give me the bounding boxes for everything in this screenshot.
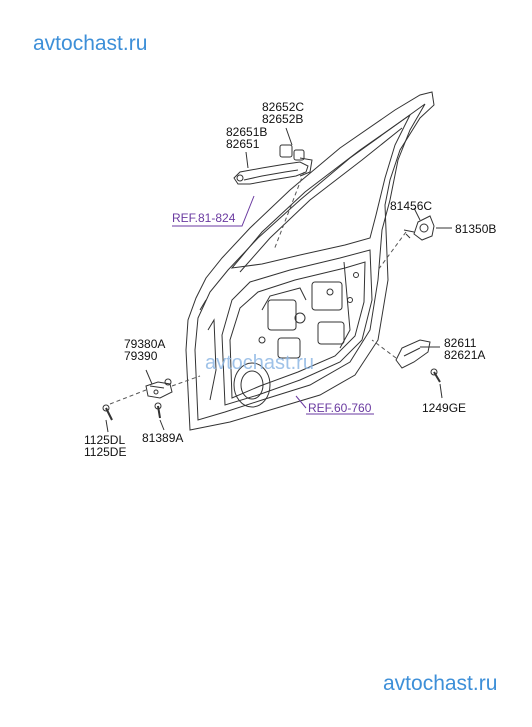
watermark-bottom: avtochast.ru [383,672,498,695]
watermark-middle: avtochast.ru [205,352,314,374]
part-label-82611: 82611 [444,336,477,350]
door-panel-inner [221,249,373,406]
door-inner-frame [194,103,426,421]
panel-cutout-1 [267,299,297,331]
door-hinge-assembly [145,378,173,399]
part-label-82652C: 82652C [262,100,305,114]
latch-striker-assembly [403,215,435,241]
door-shell-outline [185,91,435,431]
part-label-81350B: 81350B [455,222,497,236]
panel-cutout-2 [311,281,343,311]
bolt-1249GE [430,368,441,383]
part-label-81389A: 81389A [142,431,184,445]
watermark-top: avtochast.ru [33,32,148,55]
part-label-1125DL: 1125DL [84,433,126,447]
part-label-79390: 79390 [124,349,158,363]
part-label-79380A: 79380A [124,337,166,351]
part-label-1249GE: 1249GE [422,401,467,415]
ref-door-panel-label: REF.60-760 [308,401,372,415]
bolt-1125DL [102,404,113,421]
bolt-81389A [154,402,162,419]
outer-handle-assembly [233,144,313,185]
part-label-81456C: 81456C [390,199,433,213]
inner-handle-assembly [395,339,431,369]
ref-outer-handle-label: REF.81-824 [172,211,236,225]
part-label-82651B: 82651B [226,125,268,139]
speaker-opening [233,362,271,408]
part-label-82621A: 82621A [444,348,486,362]
part-label-82651: 82651 [226,137,260,151]
part-label-1125DE: 1125DE [84,445,127,459]
window-frame-line [230,114,411,269]
part-label-82652B: 82652B [262,112,304,126]
